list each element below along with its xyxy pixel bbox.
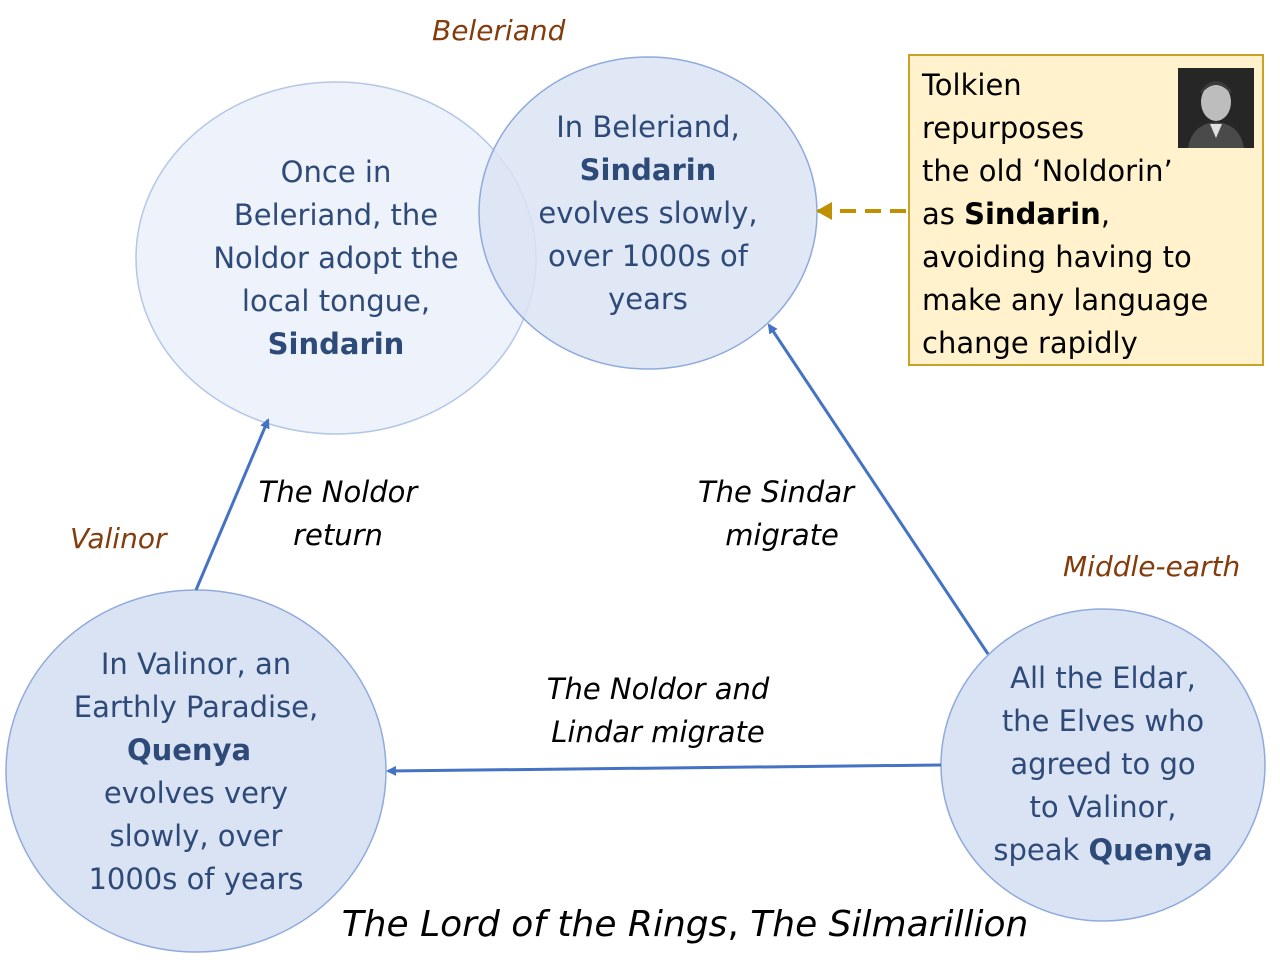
text-line: the old ‘Noldorin’ bbox=[922, 154, 1173, 188]
caption-separator: , bbox=[727, 904, 751, 945]
text-line: The Noldor bbox=[258, 475, 418, 509]
text-line: Tolkien bbox=[922, 68, 1022, 102]
text-line: avoiding having to bbox=[922, 240, 1192, 274]
note-box: Tolkien repurposes the old ‘Noldorin’ as… bbox=[908, 54, 1264, 366]
text-line: as Sindarin, bbox=[922, 193, 1208, 236]
circle-sindarin-text: In Beleriand, Sindarin evolves slowly, o… bbox=[508, 106, 788, 321]
region-label-valinor: Valinor bbox=[70, 522, 167, 555]
text-line: Once in bbox=[280, 155, 392, 189]
text-line: In Beleriand, bbox=[556, 110, 740, 144]
text-line: All the Eldar, bbox=[1010, 661, 1196, 695]
circle-noldor-beleriand-text: Once in Beleriand, the Noldor adopt the … bbox=[186, 151, 486, 366]
text-fragment: speak bbox=[993, 833, 1089, 867]
label-noldor-return: The Noldor return bbox=[238, 471, 438, 557]
text-line: Earthly Paradise, bbox=[73, 690, 319, 724]
term-quenya: Quenya bbox=[126, 733, 252, 767]
text-fragment: , bbox=[1100, 197, 1111, 231]
text-line: The Sindar bbox=[697, 475, 855, 509]
term-sindarin: Sindarin bbox=[964, 197, 1101, 231]
text-line: to Valinor, bbox=[1029, 790, 1177, 824]
text-line: evolves slowly, bbox=[538, 196, 758, 230]
text-line: repurposes bbox=[922, 111, 1085, 145]
text-line: evolves very bbox=[103, 776, 289, 810]
circle-eldar-text: All the Eldar, the Elves who agreed to g… bbox=[963, 657, 1243, 872]
label-sindar-migrate: The Sindar migrate bbox=[676, 471, 876, 557]
caption-title: The Lord of the Rings bbox=[341, 904, 728, 945]
text-line: speak Quenya bbox=[963, 829, 1243, 872]
text-line: local tongue, bbox=[241, 284, 431, 318]
circle-valinor-text: In Valinor, an Earthly Paradise, Quenya … bbox=[46, 643, 346, 901]
term-sindarin: Sindarin bbox=[579, 153, 717, 187]
text-line: the Elves who bbox=[1001, 704, 1205, 738]
source-caption: The Lord of the Rings, The Silmarillion bbox=[0, 904, 1280, 945]
text-line: agreed to go bbox=[1010, 747, 1196, 781]
text-line: migrate bbox=[725, 518, 839, 552]
region-label-middle-earth: Middle-earth bbox=[1063, 550, 1241, 583]
text-line: change rapidly bbox=[922, 326, 1138, 360]
term-quenya: Quenya bbox=[1088, 833, 1213, 867]
text-line: return bbox=[293, 518, 383, 552]
text-line: Lindar migrate bbox=[551, 715, 765, 749]
tolkien-portrait-image bbox=[1178, 68, 1254, 148]
text-line: slowly, over bbox=[109, 819, 283, 853]
text-line: In Valinor, an bbox=[100, 647, 292, 681]
note-text: Tolkien repurposes the old ‘Noldorin’ as… bbox=[922, 64, 1208, 365]
text-line: make any language bbox=[922, 283, 1209, 317]
text-line: over 1000s of bbox=[548, 239, 748, 273]
text-fragment: as bbox=[922, 197, 965, 231]
text-line: 1000s of years bbox=[88, 862, 304, 896]
region-label-beleriand: Beleriand bbox=[432, 14, 566, 47]
arrow-sindar-migrate bbox=[767, 323, 990, 655]
arrow-noldor-return bbox=[194, 418, 270, 591]
term-sindarin: Sindarin bbox=[267, 327, 405, 361]
text-line: The Noldor and bbox=[546, 672, 770, 706]
text-line: Noldor adopt the bbox=[213, 241, 459, 275]
text-line: years bbox=[608, 282, 688, 316]
caption-title: The Silmarillion bbox=[750, 904, 1029, 945]
arrow-noldor-lindar-migrate bbox=[386, 763, 942, 776]
text-line: Beleriand, the bbox=[233, 198, 439, 232]
label-noldor-lindar-migrate: The Noldor and Lindar migrate bbox=[527, 668, 789, 754]
